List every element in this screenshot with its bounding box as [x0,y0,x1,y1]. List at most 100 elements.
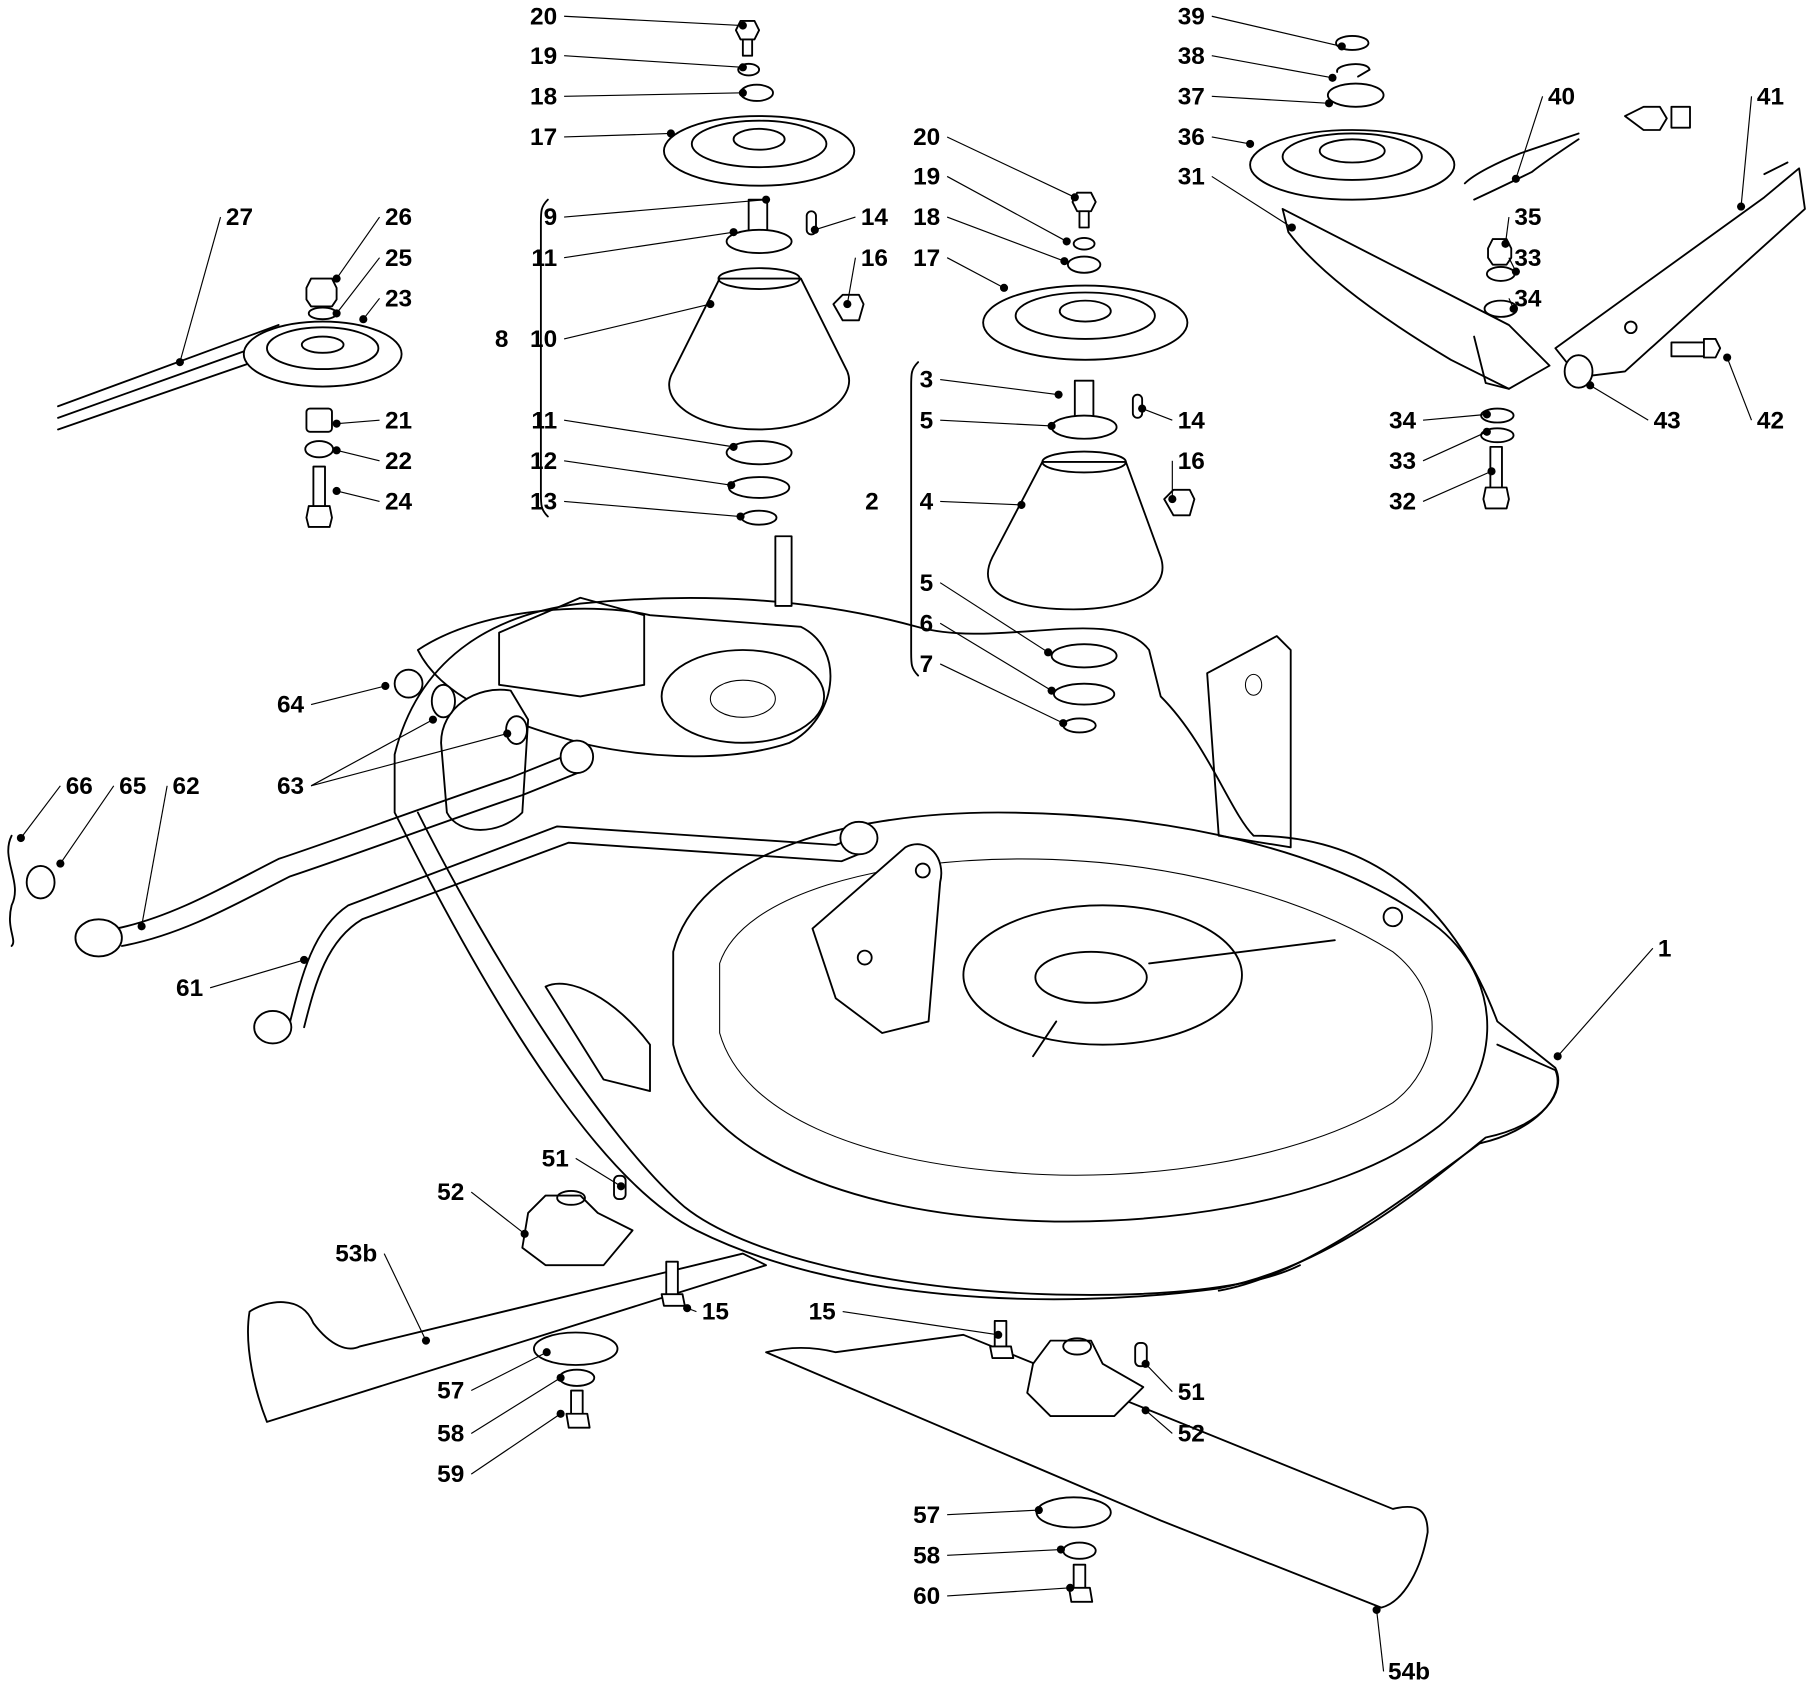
callout-label: 8 [495,326,509,353]
callout-label: 14 [861,204,889,231]
callout-51[interactable]: 51 [542,1146,626,1191]
callout-58[interactable]: 58 [437,1373,565,1448]
callout-8[interactable]: 8 [495,326,509,353]
callout-25[interactable]: 25 [332,245,413,318]
callout-14[interactable]: 14 [1138,404,1206,435]
leader-dot [1372,1605,1381,1614]
callout-22[interactable]: 22 [332,446,413,475]
callout-11[interactable]: 11 [531,407,738,451]
callout-17[interactable]: 17 [530,124,675,151]
callout-7[interactable]: 7 [920,651,1068,728]
callout-5[interactable]: 5 [920,570,1053,657]
callout-16[interactable]: 16 [1168,448,1205,504]
leader-line [336,257,381,314]
callout-58[interactable]: 58 [913,1542,1065,1569]
leader-dot [56,859,65,868]
callout-19[interactable]: 19 [530,43,747,72]
callout-40[interactable]: 40 [1511,83,1575,183]
callout-51[interactable]: 51 [1141,1359,1205,1406]
callout-label: 33 [1389,448,1416,475]
callout-59[interactable]: 59 [437,1409,565,1489]
callout-label: 20 [530,3,557,30]
callout-label: 14 [1178,407,1206,434]
blade-assemblies [247,1174,1429,1609]
callout-38[interactable]: 38 [1178,43,1337,82]
callout-11[interactable]: 11 [531,228,738,272]
callout-57[interactable]: 57 [913,1502,1043,1529]
callout-label: 66 [66,773,93,800]
callout-2[interactable]: 2 [865,489,879,516]
callout-33[interactable]: 33 [1389,427,1491,475]
callout-32[interactable]: 32 [1389,467,1496,516]
callout-20[interactable]: 20 [530,3,747,30]
leader-line [470,1377,561,1434]
leader-line [1515,96,1544,179]
callout-21[interactable]: 21 [332,407,413,434]
callout-10[interactable]: 10 [530,300,715,353]
leader-line [564,92,743,97]
leader-dot [706,300,715,309]
callout-41[interactable]: 41 [1737,83,1784,211]
callout-6[interactable]: 6 [920,610,1056,695]
callout-66[interactable]: 66 [16,773,93,843]
callout-63[interactable] [310,729,512,787]
callout-26[interactable]: 26 [332,204,413,283]
leader-line [209,959,305,989]
callout-35[interactable]: 35 [1501,204,1541,248]
callout-9[interactable]: 9 [544,195,771,232]
callout-label: 31 [1178,164,1205,191]
callout-15[interactable]: 15 [683,1299,729,1326]
leader-dot [666,129,675,138]
callout-23[interactable]: 23 [359,285,412,324]
callout-label: 52 [437,1179,464,1206]
callout-1[interactable]: 1 [1553,935,1672,1061]
callout-33[interactable]: 33 [1508,245,1542,276]
callout-27[interactable]: 27 [175,204,253,367]
callout-24[interactable]: 24 [332,486,413,516]
callout-64[interactable]: 64 [277,681,390,719]
callout-13[interactable]: 13 [530,489,745,521]
leader-dot [1034,1506,1043,1515]
callout-20[interactable]: 20 [913,124,1079,202]
callout-12[interactable]: 12 [530,448,736,490]
callout-label: 10 [530,326,557,353]
callout-label: 3 [920,367,934,394]
callout-52[interactable]: 52 [1141,1406,1205,1448]
leader-dot [1482,410,1491,419]
callout-18[interactable]: 18 [530,83,747,110]
callout-15[interactable]: 15 [809,1299,1003,1339]
callout-36[interactable]: 36 [1178,124,1255,151]
callout-62[interactable]: 62 [137,773,200,931]
callout-label: 18 [530,83,557,110]
callout-60[interactable]: 60 [913,1583,1075,1610]
callout-43[interactable]: 43 [1586,381,1681,434]
right-spindle-assembly [982,191,1196,734]
callout-17[interactable]: 17 [913,245,1009,292]
callout-19[interactable]: 19 [913,164,1071,246]
callout-34[interactable]: 34 [1389,407,1491,434]
callout-16[interactable]: 16 [843,245,888,309]
callout-5[interactable]: 5 [920,407,1056,434]
leader-line [940,378,1059,396]
leader-dot [736,512,745,521]
leader-line [1557,947,1654,1057]
callout-14[interactable]: 14 [810,204,889,234]
callout-31[interactable]: 31 [1178,164,1296,232]
callout-53b[interactable]: 53b [335,1241,431,1345]
leader-line [563,303,711,340]
callout-4[interactable]: 4 [920,489,1026,516]
callout-65[interactable]: 65 [56,773,146,868]
leader-dot [729,228,738,237]
callout-34[interactable]: 34 [1508,285,1542,313]
callout-39[interactable]: 39 [1178,3,1346,51]
callout-54b[interactable]: 54b [1372,1605,1430,1686]
callout-18[interactable]: 18 [913,204,1069,266]
callout-52[interactable]: 52 [437,1179,529,1238]
callout-61[interactable]: 61 [176,955,309,1002]
callout-3[interactable]: 3 [920,367,1063,399]
callout-label: 60 [913,1583,940,1610]
callout-63[interactable]: 63 [277,715,438,800]
callout-37[interactable]: 37 [1178,83,1334,110]
callout-57[interactable]: 57 [437,1348,551,1405]
callout-42[interactable]: 42 [1723,353,1784,434]
